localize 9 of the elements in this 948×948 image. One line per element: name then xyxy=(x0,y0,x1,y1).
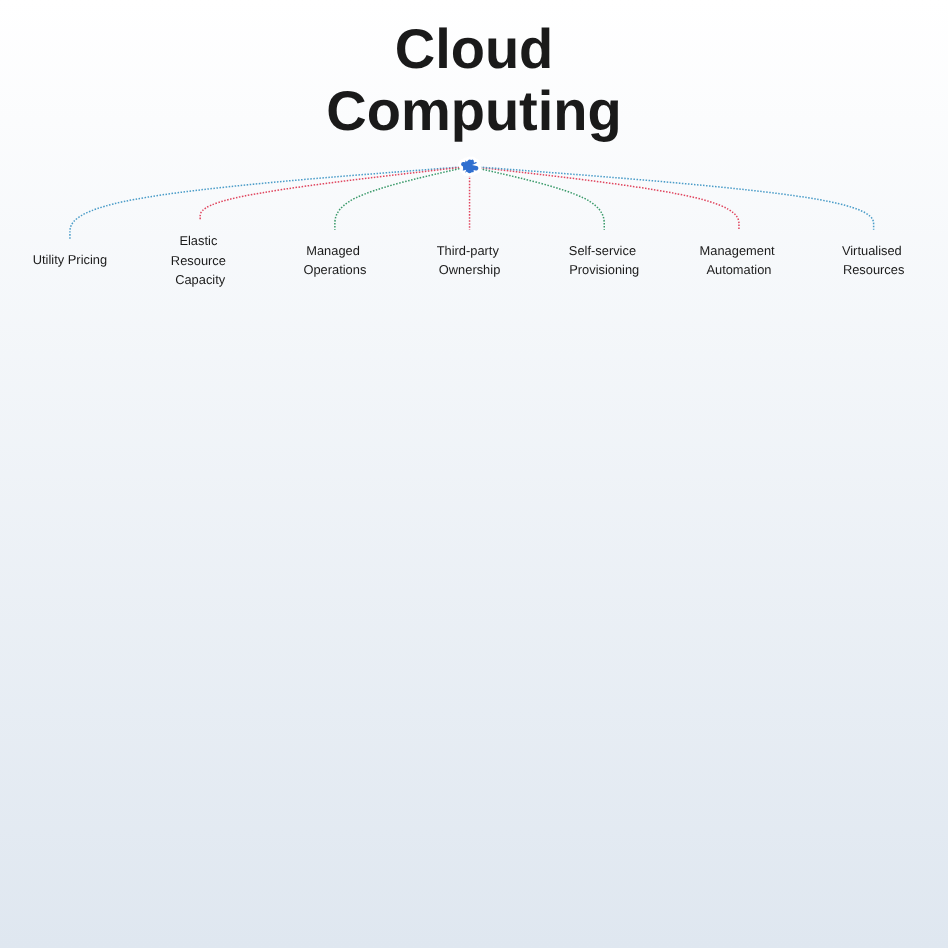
connector xyxy=(199,165,461,221)
connector xyxy=(468,173,471,230)
connector xyxy=(69,165,461,240)
connector xyxy=(478,165,740,230)
connector xyxy=(478,167,605,230)
diagram-title: Cloud Computing xyxy=(324,20,624,144)
connector xyxy=(334,167,461,230)
connector xyxy=(478,165,875,230)
node-cloud xyxy=(458,155,482,176)
